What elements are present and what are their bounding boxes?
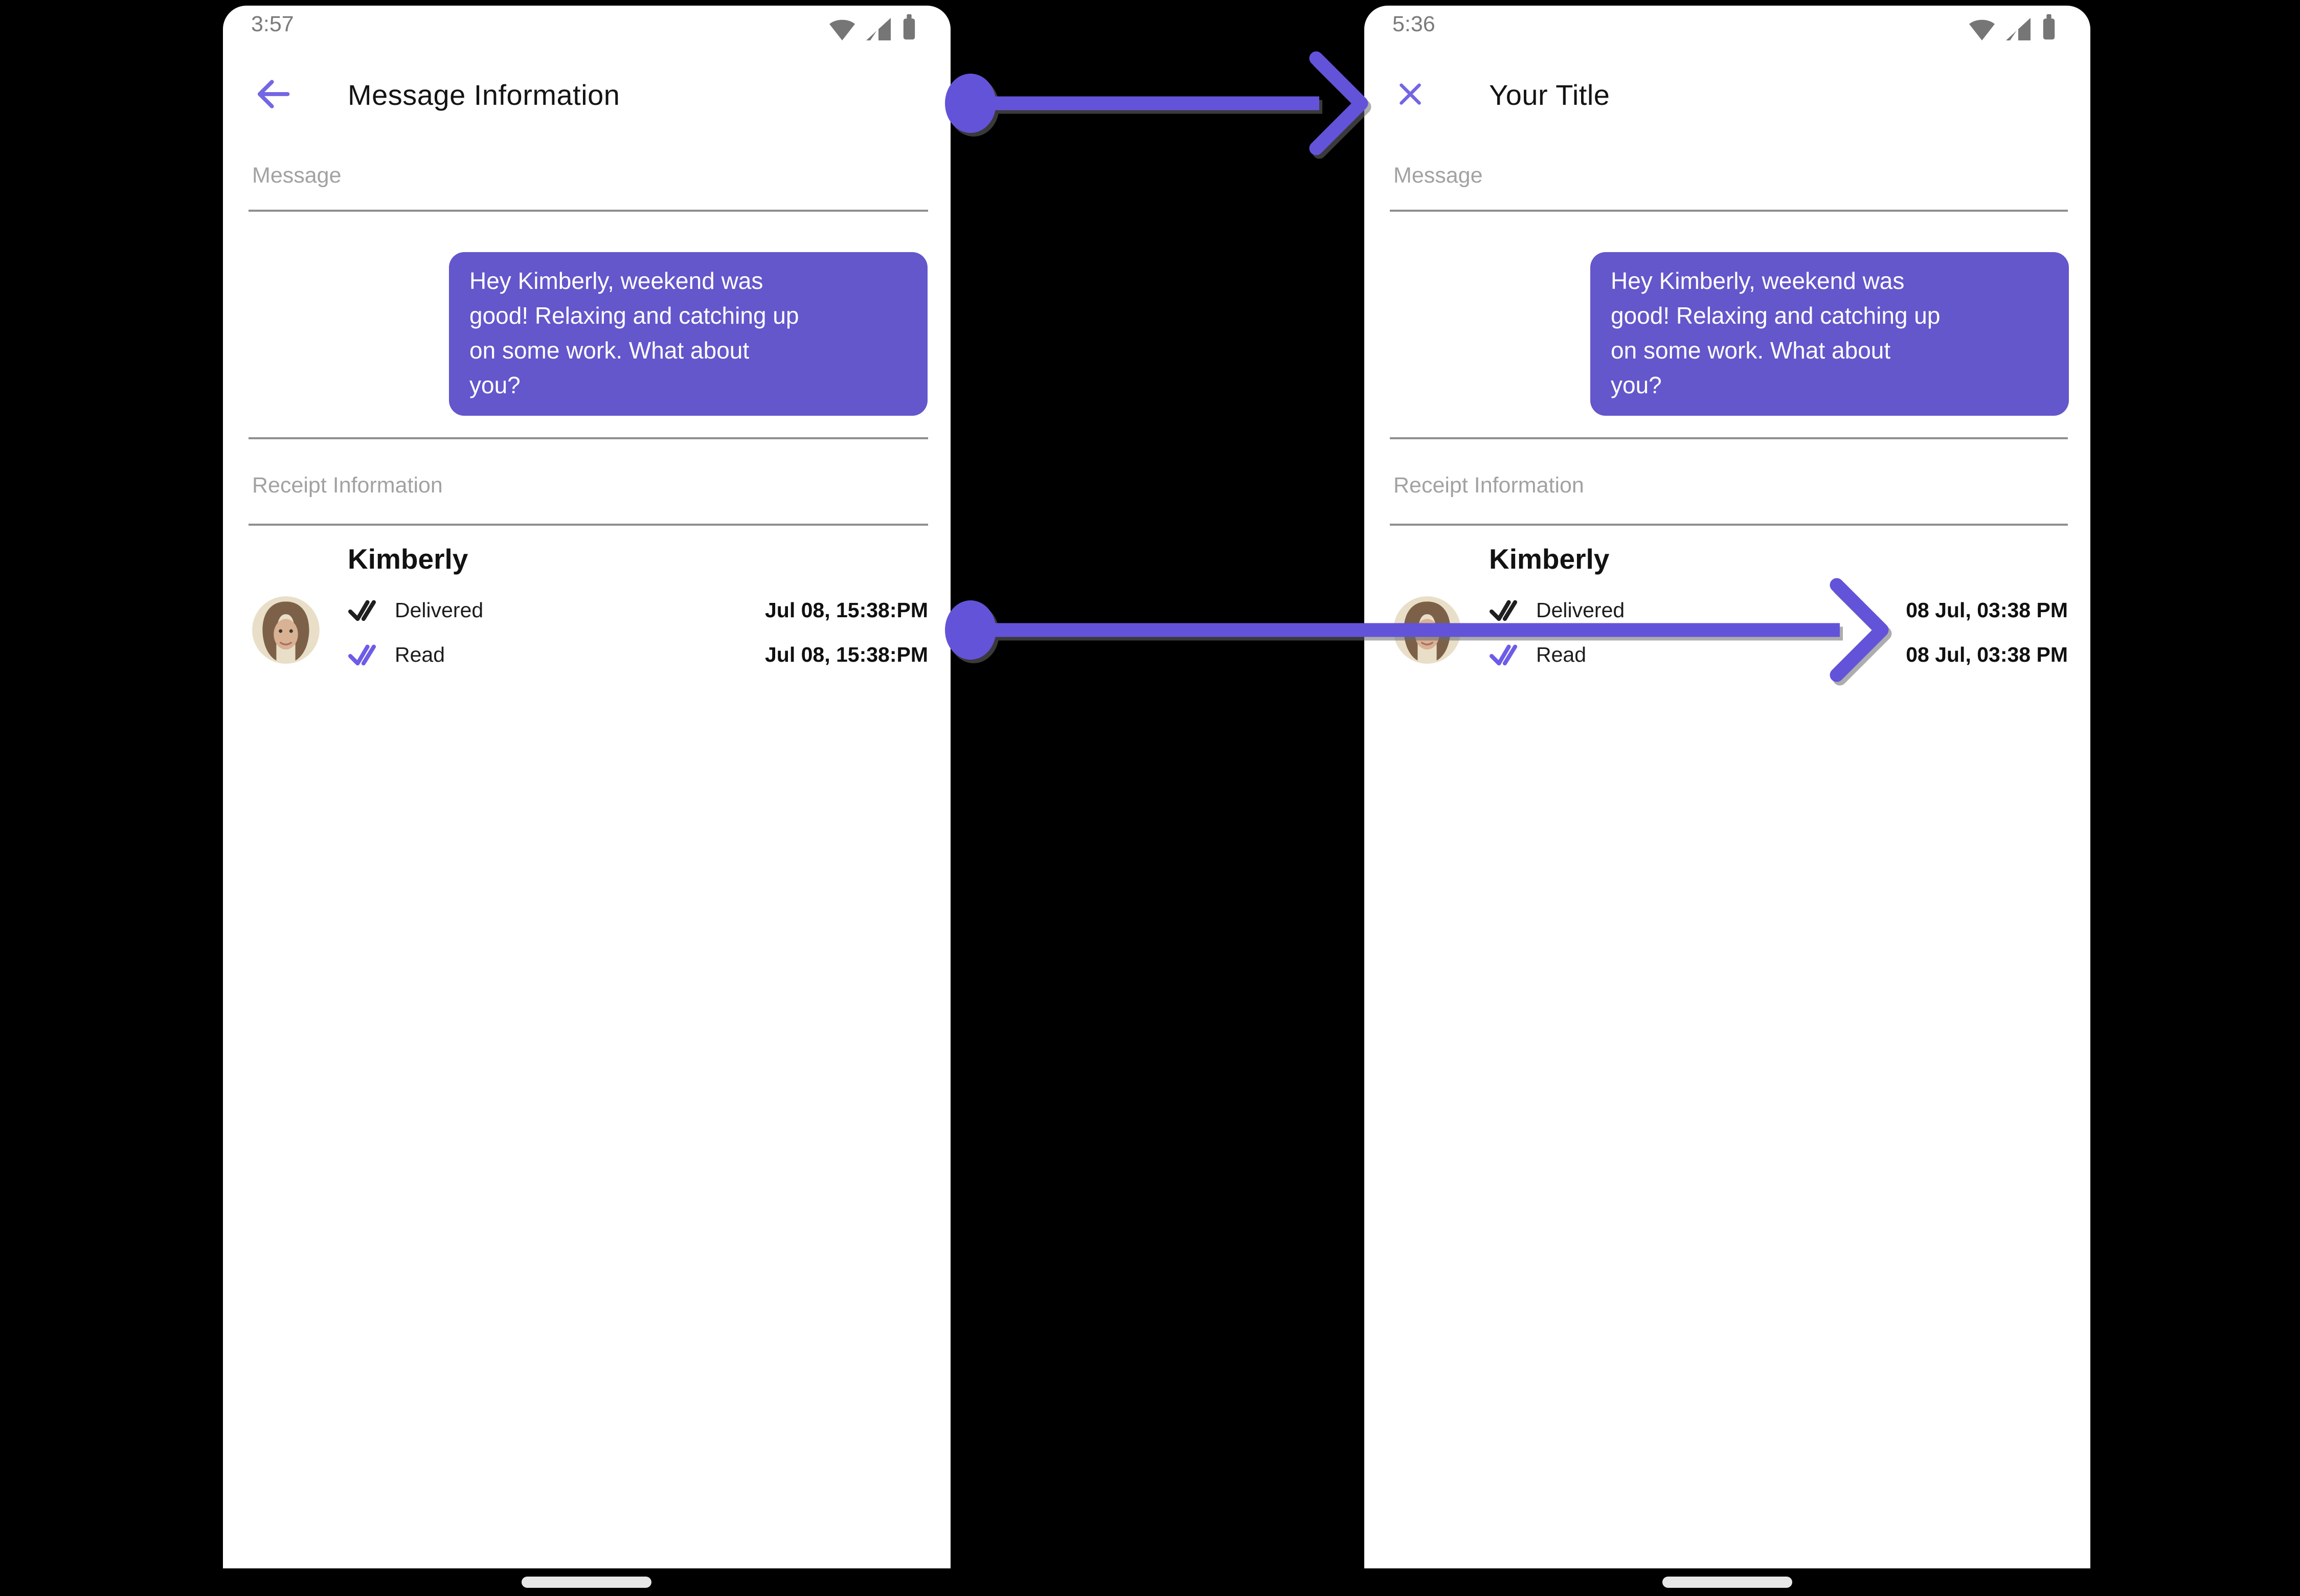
divider — [1390, 437, 2068, 439]
divider — [249, 210, 928, 212]
divider — [1390, 524, 2068, 526]
status-time: 5:36 — [1392, 12, 1435, 36]
receipt-row-delivered: Delivered 08 Jul, 03:38 PM — [1489, 594, 2068, 626]
read-timestamp: Jul 08, 15:38:PM — [764, 642, 928, 666]
back-arrow-icon[interactable] — [252, 73, 294, 115]
receipt-section-label: Receipt Information — [252, 473, 443, 498]
wifi-icon — [1969, 19, 1995, 40]
wifi-icon — [829, 19, 855, 40]
phone-screenshot-left: 3:57 Message Information Message Hey Kim… — [223, 6, 951, 1568]
gesture-bar[interactable] — [1662, 1577, 1792, 1588]
receipt-row-delivered: Delivered Jul 08, 15:38:PM — [348, 594, 928, 626]
phone-screenshot-right: 5:36 Your Title Message Hey Kimberly, we… — [1364, 6, 2090, 1568]
double-check-icon — [1490, 644, 1518, 666]
cell-signal-icon — [866, 18, 891, 40]
read-label: Read — [395, 642, 445, 666]
avatar — [252, 596, 320, 664]
read-timestamp: 08 Jul, 03:38 PM — [1906, 642, 2068, 666]
status-icons — [1968, 13, 2058, 41]
delivered-label: Delivered — [395, 598, 484, 622]
gesture-bar[interactable] — [522, 1577, 651, 1588]
double-check-icon — [348, 600, 376, 621]
message-section-label: Message — [1393, 163, 1483, 188]
receipt-section-label: Receipt Information — [1393, 473, 1584, 498]
status-icons — [828, 13, 918, 41]
contact-name: Kimberly — [1489, 543, 1610, 575]
double-check-icon — [1490, 600, 1518, 621]
message-section-label: Message — [252, 163, 342, 188]
delivered-timestamp: 08 Jul, 03:38 PM — [1906, 598, 2068, 622]
battery-icon — [2043, 14, 2055, 40]
receipt-row-read: Read 08 Jul, 03:38 PM — [1489, 638, 2068, 671]
annotation-arrow-title — [945, 51, 1368, 155]
annotation-arrow-timestamps — [945, 578, 1889, 682]
battery-icon — [903, 14, 915, 40]
cell-signal-icon — [2006, 18, 2031, 40]
contact-name: Kimberly — [348, 543, 468, 575]
receipt-row-read: Read Jul 08, 15:38:PM — [348, 638, 928, 671]
message-bubble: Hey Kimberly, weekend was good! Relaxing… — [1590, 252, 2069, 416]
delivered-label: Delivered — [1536, 598, 1625, 622]
page-title: Your Title — [1489, 79, 1610, 111]
delivered-timestamp: Jul 08, 15:38:PM — [764, 598, 928, 622]
divider — [249, 524, 928, 526]
close-icon[interactable] — [1396, 80, 1425, 108]
read-label: Read — [1536, 642, 1587, 666]
divider — [249, 437, 928, 439]
divider — [1390, 210, 2068, 212]
page-title: Message Information — [348, 79, 620, 111]
message-bubble: Hey Kimberly, weekend was good! Relaxing… — [449, 252, 928, 416]
status-time: 3:57 — [251, 12, 294, 36]
double-check-icon — [348, 644, 376, 666]
